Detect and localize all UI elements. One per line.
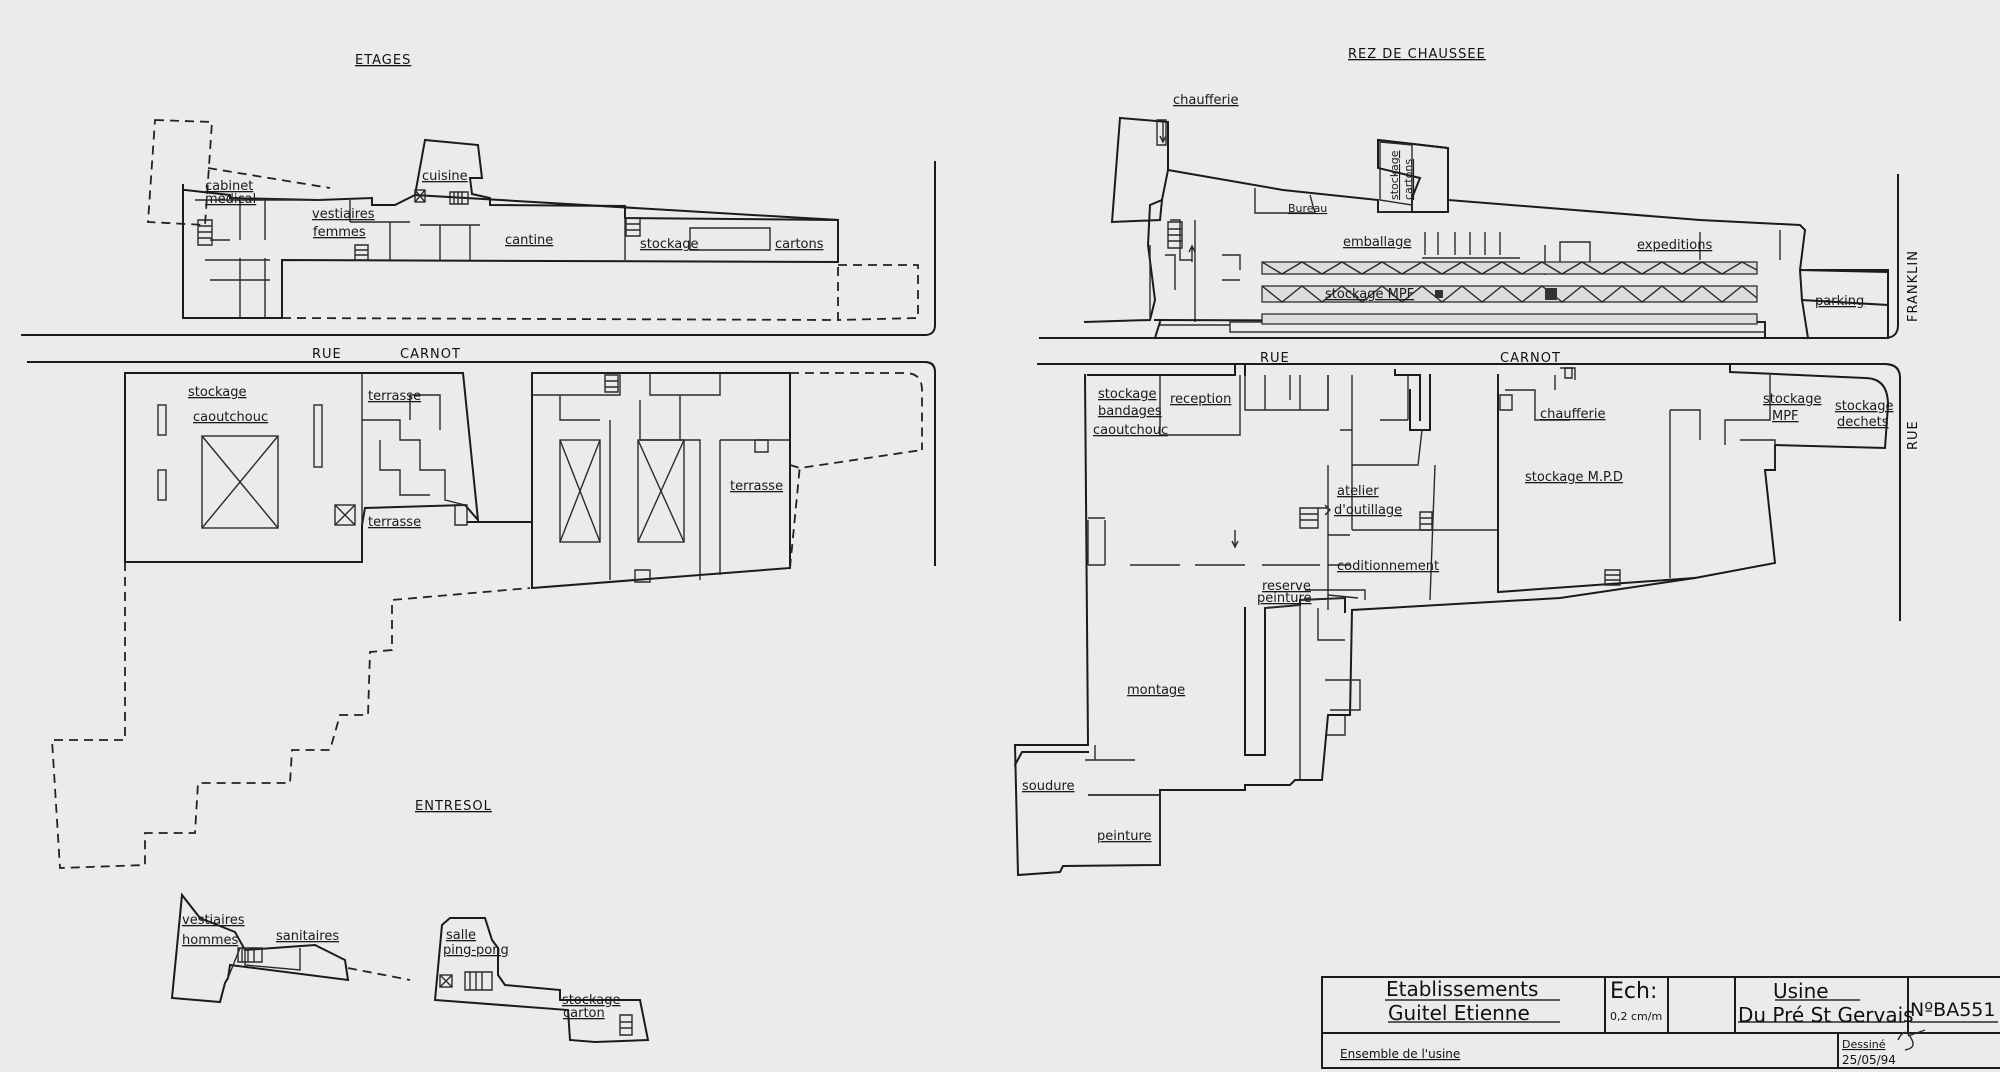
etages-labels: cabinet medical vestiaires femmes cuisin…: [188, 169, 824, 530]
label-stockage-cartons-1: stockage: [1388, 150, 1401, 200]
stair-arrows: [1159, 122, 1239, 549]
street-rue-right: RUE: [1260, 351, 1290, 366]
street-lines: [21, 161, 1901, 621]
street-names: RUE CARNOT RUE CARNOT FRANKLIN RUE: [312, 250, 1921, 450]
street-rue-left: RUE: [312, 347, 342, 362]
label-stockage-mpd: stockage M.P.D: [1525, 470, 1623, 485]
title-plant-1: Usine: [1773, 979, 1829, 1003]
site-boundary-dashed: [51, 562, 531, 869]
rdc-labels: chaufferie Bureau stockage cartons embal…: [1022, 93, 1894, 844]
label-bureau: Bureau: [1288, 202, 1327, 215]
label-vestiaires-femmes-2: femmes: [313, 225, 366, 240]
street-carnot-left: CARNOT: [400, 347, 461, 362]
label-stockage-caoutchouc-2: caoutchouc: [193, 410, 268, 425]
label-conditionnement: coditionnement: [1337, 559, 1439, 574]
label-stockage: stockage: [640, 237, 699, 252]
label-stockage-carton-2: carton: [563, 1006, 605, 1021]
rdc-lower-plan: [1013, 363, 1890, 877]
label-stockage-bandages-2: bandages: [1098, 404, 1162, 419]
stockage-mpf-racks: [1261, 261, 1758, 325]
label-vestiaires-hommes-2: hommes: [182, 933, 239, 948]
label-cabinet: cabinet: [205, 179, 253, 194]
label-stockage-mpf-1: stockage: [1763, 392, 1822, 407]
label-vestiaires-femmes-1: vestiaires: [312, 207, 375, 222]
label-chaufferie-2: chaufferie: [1540, 407, 1606, 422]
title-company-1: Etablissements: [1386, 977, 1538, 1001]
label-chaufferie-1: chaufferie: [1173, 93, 1239, 108]
street-franklin: FRANKLIN: [1906, 250, 1921, 322]
label-stockage-mpf-strip: stockage MPF: [1325, 287, 1414, 302]
label-stockage-caoutchouc-1: stockage: [188, 385, 247, 400]
label-reserve-2: peinture: [1257, 591, 1312, 606]
signature-mark: [1897, 1029, 1926, 1051]
label-stockage-dechets-1: stockage: [1835, 399, 1894, 414]
label-reception: reception: [1170, 392, 1231, 407]
entresol-labels: vestiaires hommes sanitaires salle ping-…: [182, 913, 621, 1021]
etages-plan: [124, 119, 923, 590]
label-stockage-carton-1: stockage: [562, 993, 621, 1008]
section-rez-de-chaussee: REZ DE CHAUSSEE: [1348, 47, 1486, 62]
label-sanitaires: sanitaires: [276, 929, 339, 944]
rdc-cartons-box: [1376, 138, 1449, 213]
label-stockage-bandages-3: caoutchouc: [1093, 423, 1168, 438]
label-vestiaires-hommes-1: vestiaires: [182, 913, 245, 928]
label-expeditions: expeditions: [1637, 238, 1712, 253]
street-rue-far-right: RUE: [1906, 420, 1921, 450]
title-drawing-number: NºBA551: [1910, 999, 1995, 1021]
title-company-2: Guitel Etienne: [1388, 1001, 1530, 1025]
section-etages: ETAGES: [355, 53, 411, 68]
label-terrasse-2: terrasse: [368, 515, 421, 530]
label-cartons: cartons: [775, 237, 824, 252]
label-terrasse-3: terrasse: [730, 479, 783, 494]
title-date: 25/05/94: [1842, 1053, 1896, 1067]
label-reserve-1: reserve: [1262, 579, 1311, 594]
label-atelier-1: atelier: [1337, 484, 1379, 499]
label-stockage-mpf-2: MPF: [1772, 409, 1799, 424]
label-emballage: emballage: [1343, 235, 1411, 250]
entresol-plan: [170, 892, 650, 1044]
section-entresol: ENTRESOL: [415, 799, 492, 814]
label-cuisine: cuisine: [422, 169, 468, 184]
label-peinture: peinture: [1097, 829, 1152, 844]
label-montage: montage: [1127, 683, 1185, 698]
title-plant-2: Du Pré St Gervais: [1738, 1003, 1914, 1027]
label-cantine: cantine: [505, 233, 553, 248]
label-salle: salle: [446, 928, 476, 943]
title-subject: Ensemble de l'usine: [1340, 1047, 1460, 1061]
street-carnot-right: CARNOT: [1500, 351, 1561, 366]
label-stockage-dechets-2: dechets: [1837, 415, 1889, 430]
label-ping-pong: ping-pong: [443, 943, 509, 958]
label-soudure: soudure: [1022, 779, 1075, 794]
label-stockage-cartons-2: cartons: [1402, 159, 1415, 200]
title-scale-label: Ech:: [1610, 979, 1657, 1004]
title-block: Etablissements Guitel Etienne Ech: 0,2 c…: [1321, 976, 2000, 1069]
label-parking: parking: [1815, 294, 1864, 309]
label-medical: medical: [205, 192, 256, 207]
label-stockage-bandages-1: stockage: [1098, 387, 1157, 402]
title-scale-value: 0,2 cm/m: [1610, 1010, 1662, 1023]
section-titles: ETAGES REZ DE CHAUSSEE ENTRESOL: [355, 47, 1486, 814]
label-atelier-2: d'outillage: [1334, 503, 1402, 518]
label-terrasse-1: terrasse: [368, 389, 421, 404]
title-drawn-label: Dessiné: [1842, 1038, 1886, 1051]
